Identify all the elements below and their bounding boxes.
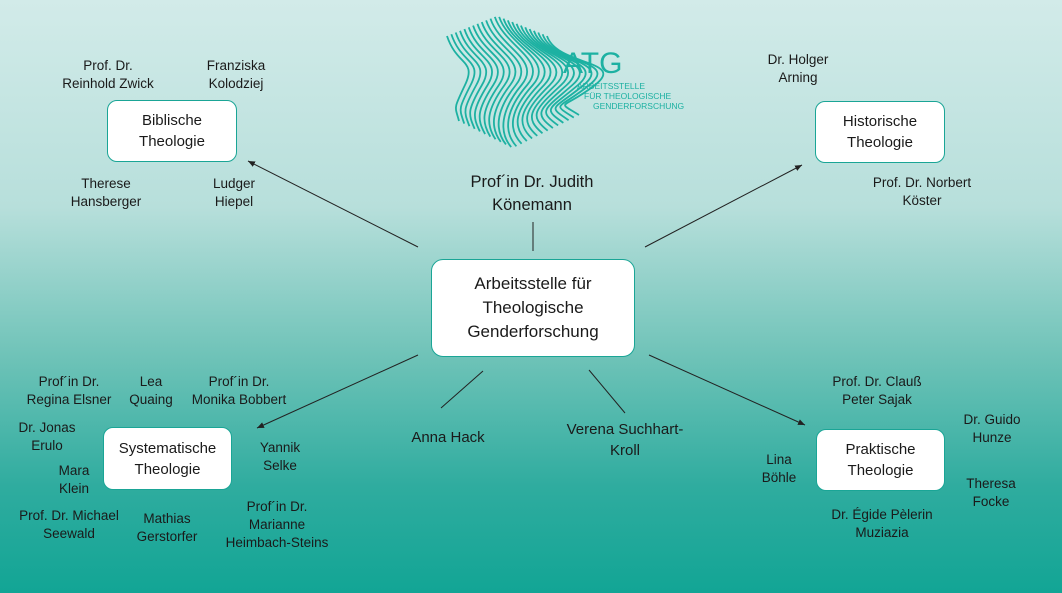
arrow-systematische [256, 354, 419, 429]
arrow-praktische [648, 354, 806, 426]
logo-wave-line [546, 35, 605, 116]
arrow-biblische [247, 160, 419, 248]
logo-wave-line [480, 21, 517, 143]
logo-wave-line [476, 23, 511, 140]
logo-wave-line [511, 21, 558, 137]
logo-wave-line [502, 18, 546, 142]
logo-abbr: ATG [563, 47, 623, 80]
logo-wave-line [489, 18, 529, 148]
logo-wave-line [472, 25, 505, 138]
line-verena [588, 369, 626, 414]
logo-wave-line [498, 16, 540, 145]
logo-wave-line [493, 16, 534, 147]
logo-wave-line [524, 26, 575, 129]
member-name: Prof. Dr.Reinhold Zwick [62, 58, 154, 91]
logo-line-2: FÜR THEOLOGISCHE [584, 91, 672, 101]
logo-wave-line [520, 25, 569, 132]
logo-line-3: GENDERFORSCHUNG [593, 101, 685, 111]
arrow-historische [644, 164, 803, 248]
logo-wave-line [450, 33, 476, 124]
logo-wave-line [454, 32, 482, 127]
logo-wave-line [446, 35, 470, 122]
logo-line-1: ARBEITSSTELLE [577, 81, 646, 91]
logo-wave-line [485, 20, 523, 146]
logo-wave-line [507, 20, 552, 140]
logo-wave-line [528, 28, 581, 127]
logo-wave-line [533, 30, 587, 124]
logo-wave-line [459, 30, 488, 130]
logo-wave-line [537, 32, 593, 121]
logo-wave-line [467, 27, 499, 135]
member-name: Prof´in Dr.Regina Elsner [26, 374, 112, 407]
logo-wave-line [541, 33, 599, 119]
logo-wave-graphic [446, 16, 605, 148]
staff-anna-hack: Anna Hack [411, 429, 485, 446]
staff-verena-suchhart-kroll: Verena Suchhart-Kroll [566, 421, 684, 459]
member-name: Prof´in Dr.Monika Bobbert [191, 374, 287, 407]
logo-wave-line [463, 28, 493, 132]
logo-wave-line [515, 23, 564, 134]
line-anna [440, 370, 484, 409]
